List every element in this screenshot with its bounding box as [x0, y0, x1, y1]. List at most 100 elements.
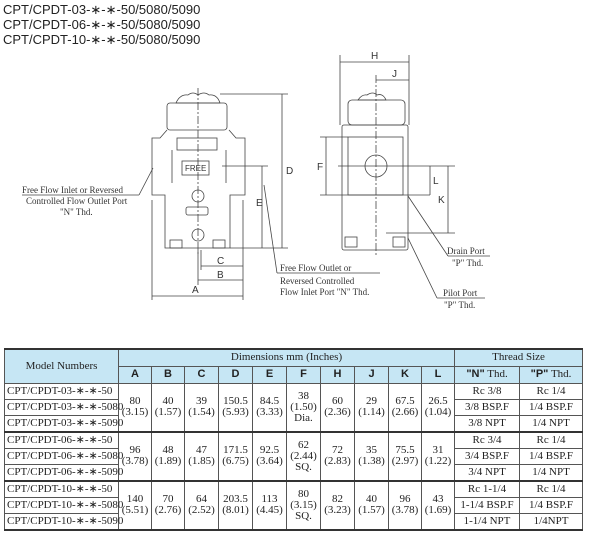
dimension-cell: 60(2.36) — [320, 382, 355, 433]
n-thread-cell: Rc 3/8 — [454, 382, 521, 400]
n-thread-cell: 3/4 BSP.F — [454, 447, 521, 465]
dimension-value: (5.51) — [121, 504, 149, 517]
dimension-value: 96 — [399, 493, 411, 506]
dim-label-h: H — [371, 51, 378, 62]
dimension-cell: 31(1.22) — [420, 430, 456, 482]
n-thread-cell: Rc 3/4 — [454, 430, 521, 449]
model-number: CPT/CPDT-10-∗-∗-5090 — [4, 512, 123, 531]
dimension-value: (1.54) — [188, 406, 215, 419]
column-header: B — [151, 365, 185, 384]
dimension-value: (3.15) — [121, 406, 149, 419]
dimension-cell: 40(1.57) — [354, 479, 389, 531]
dimension-value: (1.38) — [358, 455, 385, 468]
dimension-cell: 40(1.57) — [151, 382, 185, 433]
model-titles: CPT/CPDT-03-∗-∗-50/5080/5090 CPT/CPDT-06… — [3, 2, 200, 47]
dim-label-e: E — [256, 198, 263, 209]
thread-column-header: "P" Thd. — [519, 365, 584, 384]
dimension-cell: 38(1.50)Dia. — [286, 382, 321, 433]
p-thread-cell: Rc 1/4 — [519, 479, 584, 498]
dimension-value: 31 — [432, 444, 444, 457]
dimension-value: 38 — [298, 389, 309, 402]
dimension-value: 80 — [298, 487, 309, 500]
dimension-cell: 80(3.15)SQ. — [286, 479, 321, 531]
thread-header: Thread Size — [454, 348, 584, 367]
dimension-cell: 140(5.51) — [118, 479, 152, 531]
dimension-value: (3.64) — [256, 455, 283, 468]
dimension-value: 75.5 — [395, 444, 415, 457]
callout-inlet-3: "N" Thd. — [60, 207, 93, 217]
dimension-value: 140 — [126, 493, 144, 506]
dimension-cell: 39(1.54) — [184, 382, 219, 433]
model-number: CPT/CPDT-03-∗-∗-50 — [4, 382, 119, 400]
callout-inlet-2: Controlled Flow Outlet Port — [26, 196, 128, 206]
dimension-value: 47 — [196, 444, 207, 457]
dimension-value: 35 — [366, 444, 377, 457]
dimension-value: (1.14) — [358, 406, 385, 419]
model-number: CPT/CPDT-03-∗-∗-5090 — [4, 415, 123, 433]
dimension-cell: 203.5(8.01) — [218, 479, 253, 531]
dimension-cell: 75.5(2.97) — [388, 430, 422, 482]
dim-label-l: L — [433, 176, 439, 187]
side-view: H J F L K — [317, 51, 490, 299]
callout-pilot-2: "P" Thd. — [444, 300, 475, 310]
n-thread-cell: 1-1/4 NPT — [454, 512, 521, 531]
thread-col-suffix: Thd. — [484, 368, 508, 380]
dimension-value: 62 — [298, 438, 309, 451]
dimension-value: (3.23) — [324, 504, 351, 517]
dimension-value: 29 — [366, 395, 377, 408]
p-thread-cell: 1/4 BSP.F — [519, 398, 584, 417]
dimension-value: (1.89) — [154, 455, 182, 468]
dimension-value: 203.5 — [223, 493, 248, 506]
free-label: FREE — [185, 164, 206, 173]
n-thread-cell: 3/4 NPT — [454, 463, 521, 482]
column-header: C — [184, 365, 219, 384]
dimension-value: 48 — [162, 444, 174, 457]
dimension-value: 96 — [129, 444, 141, 457]
dimension-value: 171.5 — [223, 444, 248, 457]
dimension-value: (2.76) — [154, 504, 182, 517]
dim-label-f: F — [317, 162, 323, 173]
dimension-value: 26.5 — [428, 395, 448, 408]
title-line: CPT/CPDT-10-∗-∗-50/5080/5090 — [3, 32, 201, 47]
callout-outlet-2: Reversed Controlled — [280, 276, 355, 286]
title-line: CPT/CPDT-03-∗-∗-50/5080/5090 — [3, 2, 201, 17]
dimension-value: (1.04) — [424, 406, 452, 419]
p-thread-cell: 1/4NPT — [519, 512, 584, 531]
column-header: H — [320, 365, 355, 384]
dimension-cell: 26.5(1.04) — [420, 382, 456, 433]
model-number: CPT/CPDT-03-∗-∗-5080 — [4, 398, 123, 417]
p-thread-cell: Rc 1/4 — [519, 430, 584, 449]
callout-drain-1: Drain Port — [447, 246, 485, 256]
dim-label-k: K — [438, 195, 445, 206]
callout-drain-2: "P" Thd. — [452, 258, 483, 268]
dimension-value: 82 — [332, 493, 343, 506]
dimension-value: SQ. — [295, 509, 312, 522]
dimension-value: (1.50) — [290, 400, 317, 413]
dimension-value: (2.83) — [324, 455, 351, 468]
dimension-value: 113 — [261, 493, 278, 506]
dimension-value: 92.5 — [259, 444, 280, 457]
dimension-value: 40 — [366, 493, 377, 506]
dimension-value: 150.5 — [223, 395, 248, 408]
thread-col-bold: "N" — [466, 368, 485, 380]
thread-col-suffix: Thd. — [548, 368, 572, 380]
dimension-value: 72 — [332, 444, 343, 457]
column-header: F — [286, 365, 321, 384]
dim-label-j: J — [392, 69, 397, 80]
dimension-value: (1.85) — [188, 455, 215, 468]
dim-label-b: B — [217, 270, 224, 281]
dimensions-header: Dimensions mm (Inches) — [117, 348, 456, 367]
dimension-value: (1.57) — [358, 504, 385, 517]
dimension-value: (2.44) — [290, 449, 317, 462]
dimension-value: (2.66) — [391, 406, 419, 419]
model-number: CPT/CPDT-10-∗-∗-50 — [4, 479, 119, 498]
dimension-cell: 62(2.44)SQ. — [286, 430, 321, 482]
dimension-value: (5.93) — [222, 406, 249, 419]
